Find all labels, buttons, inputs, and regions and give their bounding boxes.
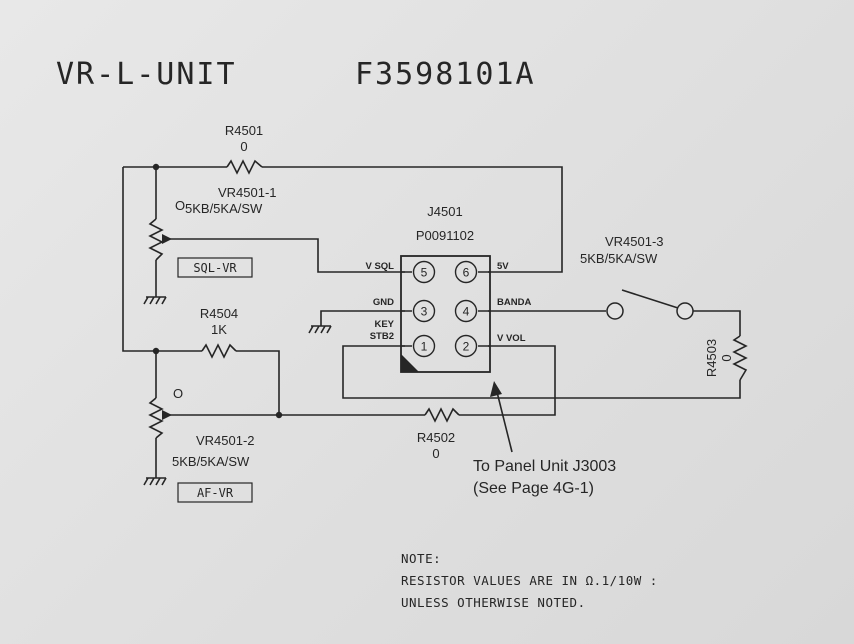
vr4501-2-terminal-mark: O [173,386,183,401]
vr4501-3-ref: VR4501-3 [605,234,664,249]
r4502-ref: R4502 [417,430,455,445]
svg-text:5: 5 [421,266,428,280]
vr4501-2-ref: VR4501-2 [196,433,255,448]
note-block: NOTE: RESISTOR VALUES ARE IN Ω.1/10W : U… [401,551,658,610]
vr4501-1-terminal-mark: O [175,198,185,213]
af-vr-label: AF-VR [197,486,234,500]
connector-pin-5: 5 [412,260,436,284]
panel-unit-annotation: To Panel Unit J3003 (See Page 4G-1) [473,381,616,497]
vr4501-1-ref: VR4501-1 [218,185,277,200]
resistor-r4504: R4504 1K [200,306,238,359]
svg-text:4: 4 [463,305,470,319]
resistor-r4503: R4503 0 [704,335,748,381]
vr4501-2-value: 5KB/5KA/SW [172,454,250,469]
svg-text:1: 1 [421,340,428,354]
resistor-r4501: R4501 0 [225,123,263,175]
junction-dots [152,163,283,419]
unit-part-number: F3598101A [355,57,536,92]
connector-ref: J4501 [427,204,462,219]
pin-5-signal: V SQL [365,261,394,272]
svg-text:3: 3 [421,305,428,319]
switch-vr4501-3: VR4501-3 5KB/5KA/SW [580,234,694,320]
ground-symbol [143,296,167,305]
note-heading: NOTE: [401,551,441,566]
r4502-value: 0 [432,446,439,461]
pin-1-signal-stb2: STB2 [370,331,394,342]
pin-1-signal-key: KEY [374,319,394,330]
svg-text:6: 6 [463,266,470,280]
annotation-line-1: To Panel Unit J3003 [473,458,616,475]
unit-name: VR-L-UNIT [56,57,237,92]
connector-pin-2: 2 [454,334,478,358]
wires [122,166,741,478]
note-line-2: UNLESS OTHERWISE NOTED. [401,595,586,610]
pin-4-signal: BANDA [497,297,531,308]
potentiometer-vr4501-1: O VR4501-1 5KB/5KA/SW SQL-VR [148,185,277,278]
potentiometer-vr4501-2: O VR4501-2 5KB/5KA/SW AF-VR [148,386,255,503]
r4503-value: 0 [719,354,734,361]
resistor-r4502: R4502 0 [417,407,460,461]
r4504-value: 1K [211,322,227,337]
connector-part-number: P0091102 [416,228,474,243]
note-line-1: RESISTOR VALUES ARE IN Ω.1/10W : [401,573,658,588]
connector-pin-1: 1 [412,334,436,358]
pin-3-signal: GND [373,297,394,308]
connector-pin-4: 4 [454,299,478,323]
connector-j4501: J4501 P0091102 5 6 3 4 1 2 [365,204,531,373]
sql-vr-label: SQL-VR [193,261,237,275]
connector-pin-6: 6 [454,260,478,284]
r4503-ref: R4503 [704,339,719,377]
svg-text:2: 2 [463,340,470,354]
ground-symbol [143,477,167,486]
connector-pin-3: 3 [412,299,436,323]
vr4501-1-value: 5KB/5KA/SW [185,201,263,216]
r4501-value: 0 [240,139,247,154]
r4504-ref: R4504 [200,306,238,321]
vr4501-3-value: 5KB/5KA/SW [580,251,658,266]
r4501-ref: R4501 [225,123,263,138]
pin-6-signal: 5V [497,261,509,272]
annotation-line-2: (See Page 4G-1) [473,480,594,497]
pin-2-signal: V VOL [497,333,526,344]
ground-symbol [308,325,332,334]
